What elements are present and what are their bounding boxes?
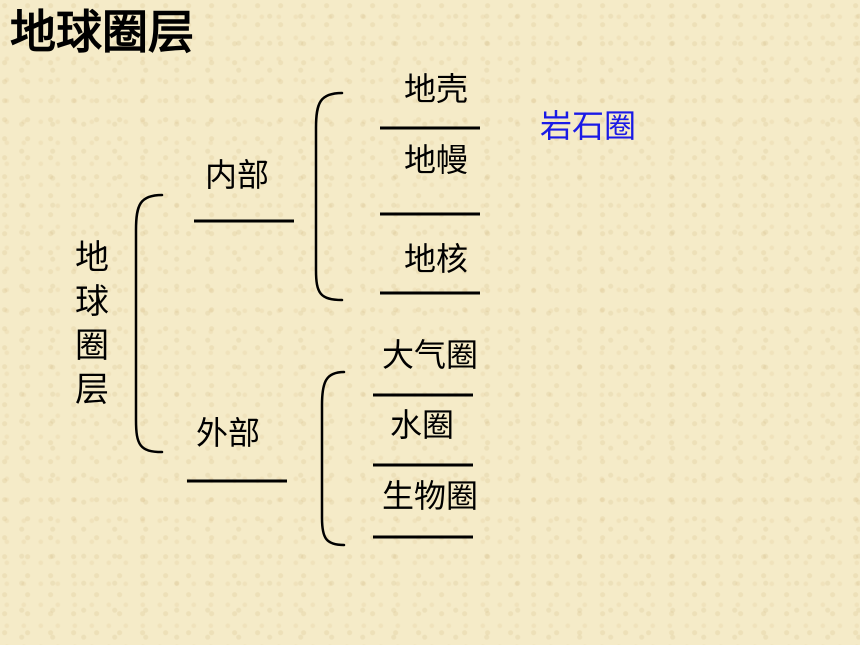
slide-title: 地球圈层 [10, 5, 194, 59]
root-char: 球 [75, 282, 109, 322]
outer-label: 外部 [196, 414, 261, 452]
inner-item-mantle: 地幔 [404, 141, 469, 179]
inner-label: 内部 [205, 156, 270, 194]
outer-item-atmosphere: 大气圈 [382, 336, 479, 374]
root-char: 圈 [75, 326, 109, 366]
lithosphere-annotation: 岩石圈 [540, 107, 637, 145]
root-bracket [134, 193, 164, 454]
outer-item-hydrosphere: 水圈 [390, 406, 455, 444]
inner-item-crust: 地壳 [404, 70, 469, 108]
root-char: 层 [75, 370, 109, 410]
inner-bracket [314, 91, 344, 302]
root-char: 地 [75, 238, 109, 278]
root-label-vertical: 地 球 圈 层 [72, 236, 112, 412]
inner-item-core: 地核 [404, 240, 469, 278]
outer-bracket [320, 370, 346, 547]
outer-item-biosphere: 生物圈 [382, 477, 479, 515]
